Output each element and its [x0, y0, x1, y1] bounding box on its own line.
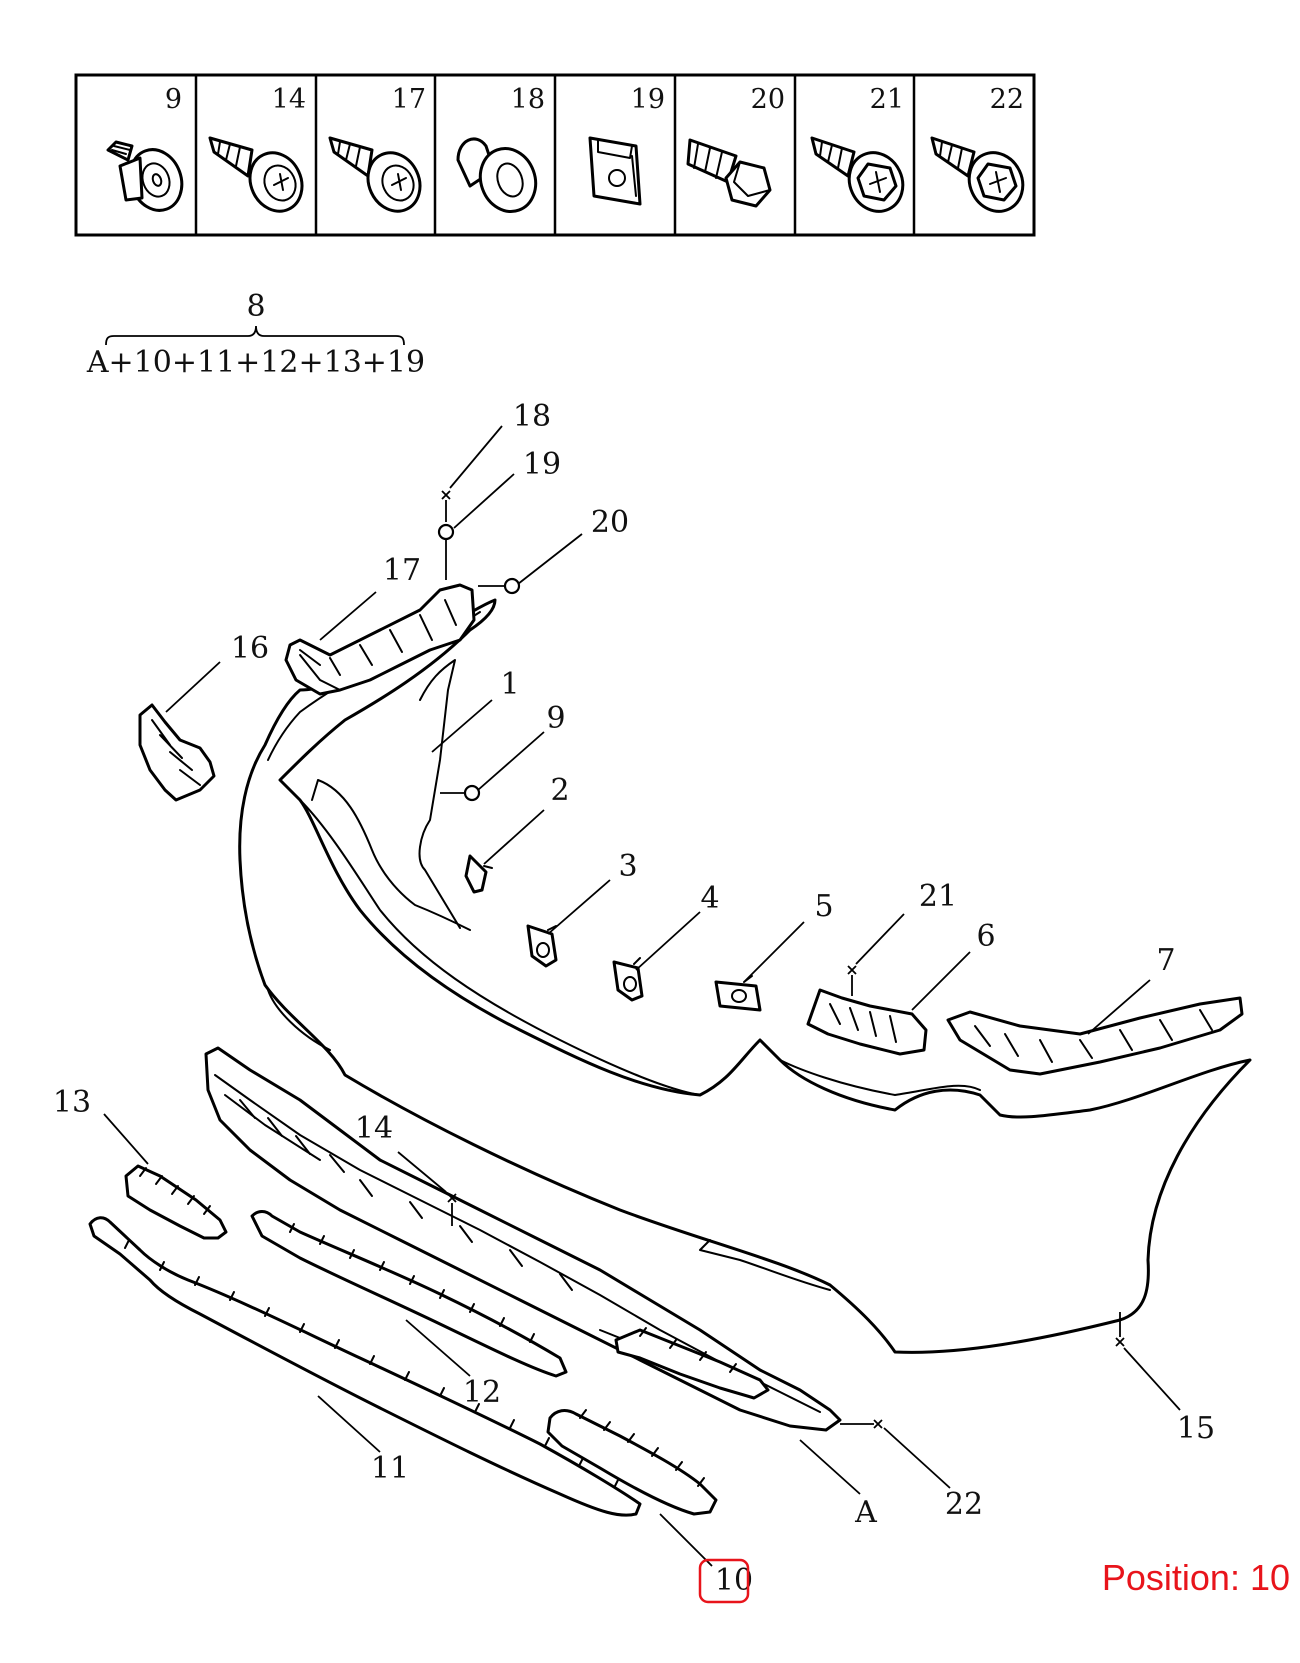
hex-bolt-icon [686, 138, 772, 208]
fastener-table: 9 14 17 18 19 20 21 22 [74, 73, 1036, 237]
table-number-14: 14 [272, 84, 306, 115]
callout-19: 20 [591, 505, 629, 540]
callout-16: 17 [383, 553, 421, 588]
table-number-20: 20 [751, 84, 785, 115]
side-bracket-6 [806, 988, 928, 1056]
callout-22: 15 [1177, 1411, 1215, 1446]
fastener-markers [437, 490, 1125, 1429]
sensor-bracket-4 [612, 957, 644, 1002]
side-bracket-15 [138, 703, 216, 802]
assembly-group: 8 A+10+11+12+13+19 [86, 289, 425, 380]
table-number-19: 19 [631, 84, 665, 115]
callout-15: 16 [231, 631, 269, 666]
phillips-tapping-screw-icon [328, 136, 422, 213]
hex-washer-screw-icon [930, 136, 1025, 213]
trim-strip-12 [250, 1210, 568, 1378]
callout-20: 21 [919, 879, 957, 914]
callout-6: 6 [976, 919, 995, 954]
table-number-21: 21 [870, 84, 904, 115]
callout-13: 13 [53, 1085, 91, 1120]
assembly-group-number: 8 [246, 289, 265, 324]
callout-18: 19 [523, 447, 561, 482]
table-number-17: 17 [392, 84, 426, 115]
table-number-9: 9 [165, 84, 182, 115]
callout-labels: 18 19 20 17 16 1 9 2 3 4 5 21 6 7 13 14 … [53, 399, 1215, 1604]
callout-5: 5 [814, 889, 833, 924]
callout-2: 2 [550, 773, 569, 808]
assembly-group-contents: A+10+11+12+13+19 [86, 345, 425, 380]
callout-14: 14 [355, 1111, 393, 1146]
table-number-18: 18 [511, 84, 545, 115]
trim-strip-11 [88, 1216, 642, 1517]
bumper-cover [238, 598, 1252, 1354]
callout-leaders [103, 425, 1181, 1567]
grommet-icon [456, 137, 538, 213]
callout-3: 3 [618, 849, 637, 884]
center-bracket-16 [284, 583, 476, 696]
callout-21: 22 [945, 1487, 983, 1522]
callout-4: 4 [700, 881, 719, 916]
sensor-bracket-2 [464, 854, 493, 894]
side-bracket-7 [946, 996, 1244, 1076]
side-grille-13 [124, 1164, 228, 1240]
callout-12: 12 [463, 1375, 501, 1410]
position-indicator: Position: 10 [1102, 1557, 1290, 1598]
push-clip-icon [106, 140, 184, 212]
callout-17: 18 [513, 399, 551, 434]
callout-A: A [854, 1495, 877, 1530]
table-number-22: 22 [990, 84, 1024, 115]
speed-nut-icon [588, 136, 642, 206]
callout-11: 11 [371, 1451, 409, 1486]
callout-1: 1 [500, 667, 519, 702]
phillips-tapping-screw-icon [208, 136, 304, 213]
sensor-bracket-3 [526, 924, 558, 968]
callout-7: 7 [1156, 943, 1175, 978]
callout-9: 9 [546, 701, 565, 736]
callout-10: 10 [715, 1563, 753, 1598]
diffuser-end-grille [614, 1327, 770, 1400]
sensor-bracket-5 [714, 975, 762, 1012]
hex-washer-screw-icon [810, 136, 905, 213]
side-grille-10 [546, 1409, 718, 1516]
callout-10-highlight [698, 1558, 750, 1604]
